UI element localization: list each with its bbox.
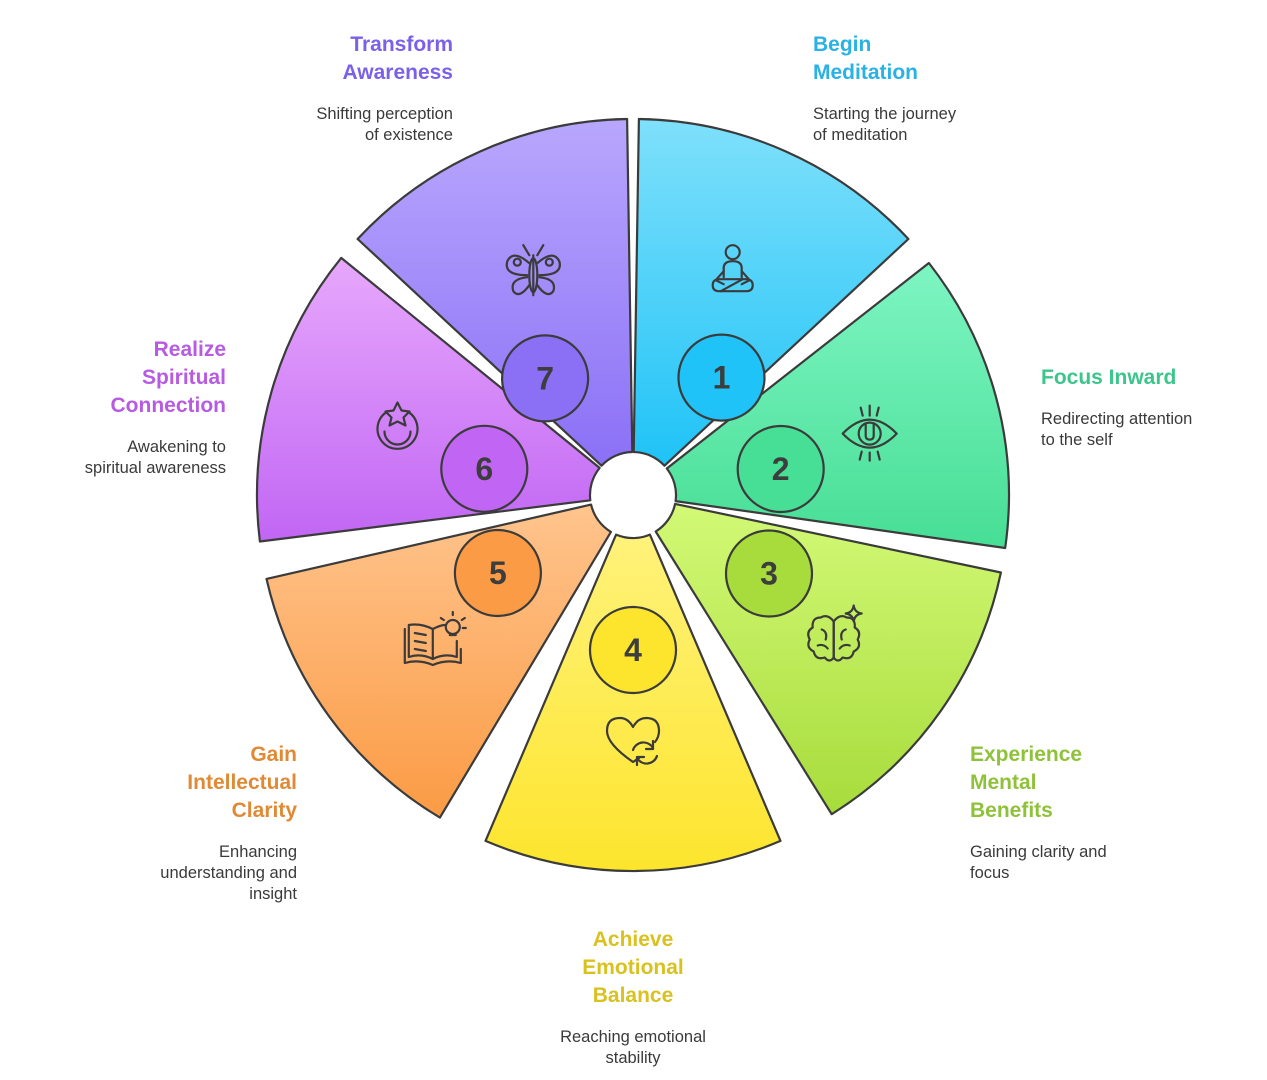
step-3-description: Gaining clarity and focus (970, 842, 1107, 884)
title-line: Benefits (970, 799, 1053, 822)
step-5-label: Gain Intellectual Clarity Enhancing unde… (160, 741, 297, 905)
step-2-badge-circle (736, 424, 825, 514)
title-line: Awareness (342, 61, 453, 84)
step-6-badge: 6 (440, 424, 529, 513)
title-line: Gain (250, 743, 297, 766)
title-line: Begin (813, 33, 872, 56)
description-line: insight (249, 885, 297, 903)
step-7-badge: 7 (500, 334, 590, 423)
description-line: spiritual awareness (84, 459, 226, 477)
title-line: Mental (970, 771, 1037, 794)
description-line: Redirecting attention (1041, 410, 1193, 428)
step-4-number: 4 (624, 632, 642, 668)
step-5-badge-circle (453, 528, 542, 618)
title-line: Emotional (582, 956, 684, 979)
step-1-badge-circle (677, 333, 766, 422)
description-line: Enhancing (219, 843, 297, 861)
step-2-label: Focus Inward Redirecting attention to th… (1041, 364, 1192, 451)
step-1-label: Begin Meditation Starting the journey of… (813, 31, 956, 146)
eye-icon (841, 404, 898, 462)
description-line: focus (970, 864, 1010, 882)
title-line: Balance (592, 984, 674, 1007)
description-line: stability (605, 1049, 661, 1067)
description-line: Reaching emotional (560, 1028, 706, 1046)
step-4-badge: 4 (588, 605, 678, 695)
step-5-badge: 5 (453, 528, 542, 618)
step-6-number: 6 (475, 451, 493, 487)
step-4-segment (484, 533, 782, 873)
step-4-title: Achieve Emotional Balance (533, 926, 733, 1010)
description-line: of existence (364, 126, 453, 144)
description-line: to the self (1041, 431, 1113, 449)
step-7-description: Shifting perception of existence (316, 104, 453, 146)
step-6-title: Realize Spiritual Connection (85, 336, 227, 420)
step-7-label: Transform Awareness Shifting perception … (316, 31, 453, 146)
title-line: Meditation (813, 61, 918, 84)
step-1-badge: 1 (677, 333, 766, 422)
step-7-title: Transform Awareness (316, 31, 453, 87)
step-2-badge: 2 (736, 424, 825, 514)
brain-sparkle-icon (807, 604, 863, 662)
step-1-number: 1 (713, 360, 731, 396)
title-line: Realize (153, 338, 226, 361)
title-line: Clarity (231, 799, 297, 822)
description-line: Awakening to (127, 438, 226, 456)
title-line: Transform (350, 33, 453, 56)
step-6-description: Awakening to spiritual awareness (85, 437, 226, 479)
step-2-title: Focus Inward (1041, 364, 1192, 392)
step-3-badge: 3 (724, 529, 814, 618)
meditation-person-icon (711, 244, 754, 293)
step-4-label: Achieve Emotional Balance Reaching emoti… (533, 926, 733, 1069)
title-line: Achieve (592, 928, 674, 951)
step-5-description: Enhancing understanding and insight (160, 842, 297, 905)
description-line: of meditation (813, 126, 908, 144)
description-line: Starting the journey (813, 105, 957, 123)
title-line: Spiritual (141, 366, 226, 389)
butterfly-icon (505, 244, 561, 297)
step-3-title: Experience Mental Benefits (970, 741, 1107, 825)
book-lightbulb-icon (403, 610, 467, 667)
description-line: Shifting perception (316, 105, 453, 123)
title-line: Connection (110, 394, 227, 417)
title-line: Focus Inward (1041, 366, 1177, 389)
description-line: understanding and (160, 864, 297, 882)
heart-cycle-icon (605, 716, 661, 767)
description-line: Gaining clarity and (970, 843, 1107, 861)
step-2-number: 2 (772, 451, 790, 487)
step-1-description: Starting the journey of meditation (813, 104, 956, 146)
step-1-title: Begin Meditation (813, 31, 956, 87)
step-6-label: Realize Spiritual Connection Awakening t… (85, 336, 226, 479)
step-3-badge-circle (724, 529, 814, 618)
step-4-description: Reaching emotional stability (533, 1027, 733, 1069)
star-moon-icon (376, 401, 419, 450)
step-5-title: Gain Intellectual Clarity (160, 741, 297, 825)
step-3-label: Experience Mental Benefits Gaining clari… (970, 741, 1107, 884)
step-6-badge-circle (440, 424, 529, 513)
step-4-badge-circle (588, 605, 678, 695)
step-7-badge-circle (500, 334, 590, 423)
step-2-description: Redirecting attention to the self (1041, 409, 1192, 451)
title-line: Intellectual (187, 771, 297, 794)
title-line: Experience (970, 743, 1083, 766)
step-7-number: 7 (536, 360, 554, 396)
step-5-number: 5 (489, 555, 507, 591)
step-3-number: 3 (760, 556, 778, 592)
